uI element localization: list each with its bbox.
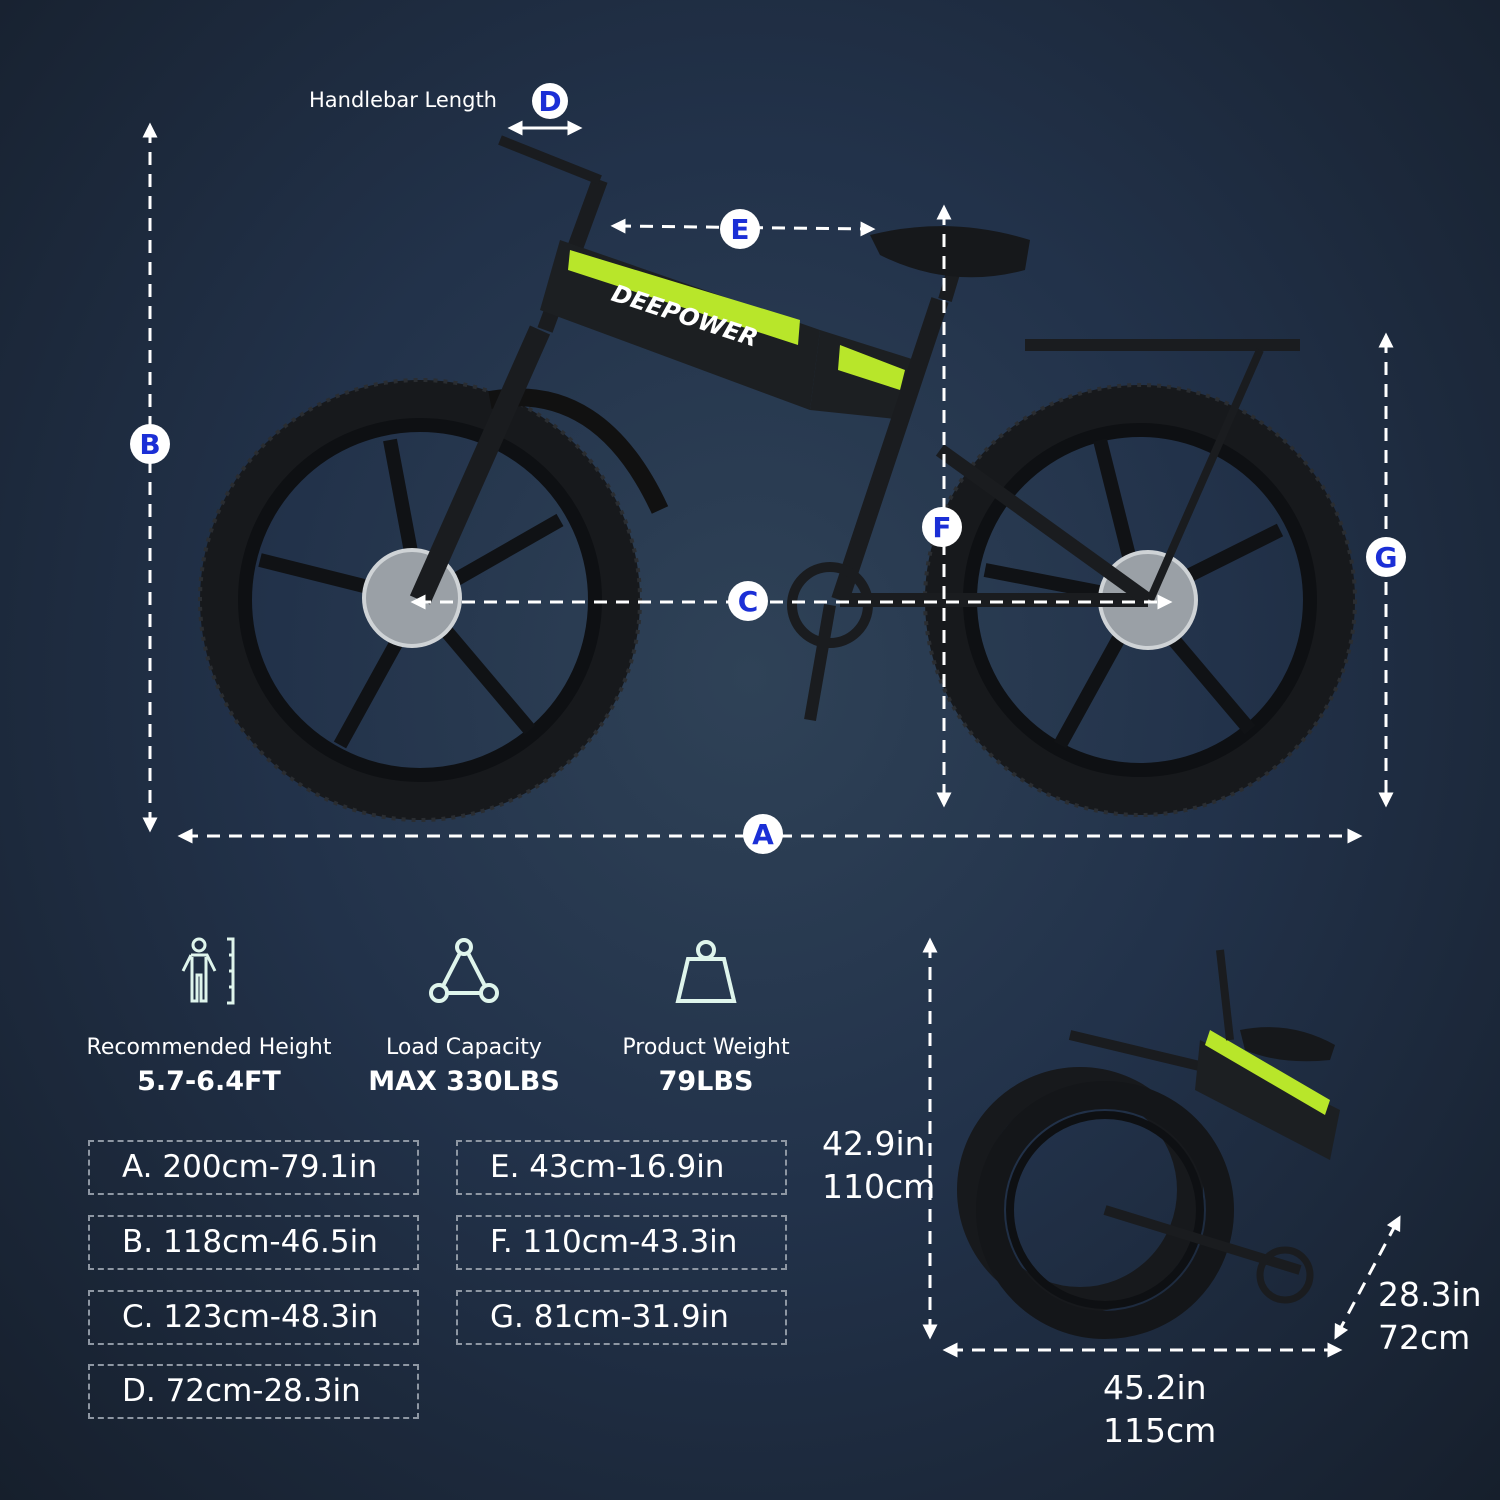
marker-f: F: [922, 507, 962, 547]
folded-height-cm: 110cm: [822, 1167, 936, 1206]
dimension-d: D. 72cm-28.3in: [88, 1364, 419, 1419]
svg-text:G: G: [1375, 541, 1398, 574]
svg-text:F: F: [932, 511, 951, 544]
dimension-a: A. 200cm-79.1in: [88, 1140, 419, 1195]
spec-value: 79LBS: [658, 1066, 754, 1097]
marker-a: A: [743, 814, 783, 854]
dimension-g: G. 81cm-31.9in: [456, 1290, 787, 1345]
spec-label: Load Capacity: [386, 1035, 542, 1060]
handlebar-length-label: Handlebar Length: [309, 88, 497, 112]
marker-g: G: [1366, 537, 1406, 577]
folded-height-in: 42.9in: [822, 1124, 926, 1163]
folded-length-cm: 115cm: [1103, 1411, 1217, 1450]
folded-width-cm: 72cm: [1378, 1318, 1471, 1357]
folded-ebike-image: [957, 949, 1340, 1339]
dimension-c: C. 123cm-48.3in: [88, 1290, 419, 1345]
dimension-f: F. 110cm-43.3in: [456, 1215, 787, 1270]
dimension-e: E. 43cm-16.9in: [456, 1140, 787, 1195]
spec-label: Product Weight: [622, 1035, 790, 1060]
load-triangle-icon: [339, 937, 589, 1007]
marker-c: C: [728, 581, 768, 621]
spec-recommended-height: Recommended Height 5.7-6.4FT: [84, 937, 334, 1097]
marker-b: B: [130, 424, 170, 464]
svg-text:B: B: [139, 428, 160, 461]
folded-length-in: 45.2in: [1103, 1368, 1207, 1407]
dimension-b: B. 118cm-46.5in: [88, 1215, 419, 1270]
folded-length: 45.2in 115cm: [1103, 1366, 1216, 1452]
weight-icon: [581, 937, 831, 1007]
svg-text:C: C: [738, 585, 759, 618]
svg-text:A: A: [752, 818, 774, 851]
folded-width-in: 28.3in: [1378, 1275, 1482, 1314]
spec-load-capacity: Load Capacity MAX 330LBS: [339, 937, 589, 1097]
person-height-icon: [84, 937, 334, 1007]
svg-text:D: D: [538, 85, 561, 118]
spec-value: 5.7-6.4FT: [137, 1066, 281, 1097]
ebike-image: DEEPOWER: [198, 135, 1357, 822]
spec-product-weight: Product Weight 79LBS: [581, 937, 831, 1097]
marker-d: D: [532, 83, 568, 119]
svg-text:E: E: [730, 213, 749, 246]
folded-width: 28.3in 72cm: [1378, 1273, 1482, 1359]
folded-height: 42.9in 110cm: [822, 1122, 935, 1208]
spec-value: MAX 330LBS: [368, 1066, 560, 1097]
marker-e: E: [720, 209, 760, 249]
spec-label: Recommended Height: [86, 1035, 332, 1060]
